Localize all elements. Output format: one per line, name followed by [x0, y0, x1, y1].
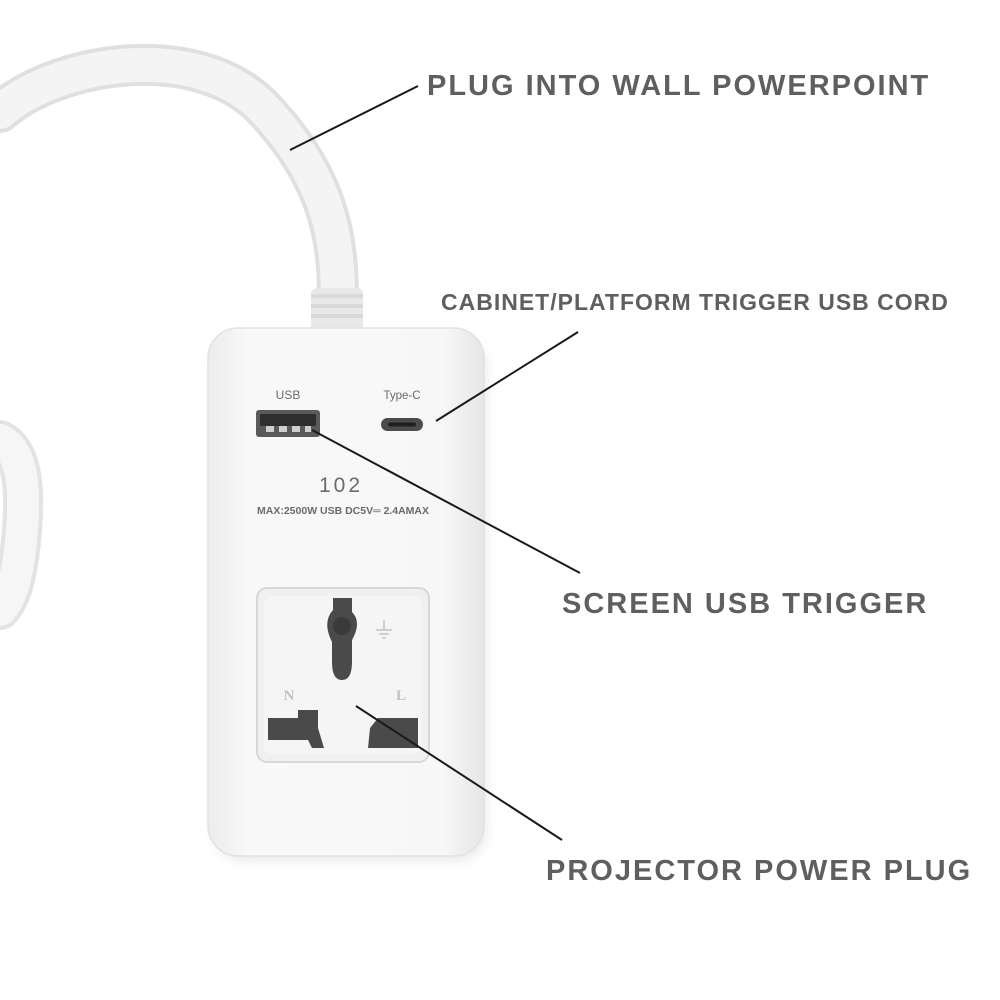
universal-socket[interactable]: N L: [256, 587, 430, 763]
live-pin-hole: [368, 718, 418, 748]
wall-powerpoint-label: PLUG INTO WALL POWERPOINT: [427, 70, 931, 102]
cabinet-trigger-label: CABINET/PLATFORM TRIGGER USB CORD: [441, 289, 949, 315]
usb-port-label: USB: [276, 388, 301, 402]
earth-pin-hole: [327, 598, 357, 680]
usb-c-port[interactable]: [381, 418, 423, 431]
projector-plug-label: PROJECTOR POWER PLUG: [546, 855, 973, 887]
projector-callout-line: [355, 705, 563, 841]
cabinet-callout-line: [435, 331, 579, 422]
wall-callout-line: [289, 85, 419, 151]
power-rating: MAX:2500W USB DC5V═ 2.4AMAX: [257, 505, 429, 517]
neutral-mark: N: [284, 688, 295, 704]
cable-strain-relief: [311, 288, 363, 334]
typec-port-label: Type-C: [383, 390, 420, 402]
earth-ground-icon: [376, 620, 392, 639]
usb-a-port[interactable]: [256, 410, 320, 437]
neutral-pin-hole: [268, 710, 324, 748]
power-cable: [0, 43, 359, 630]
model-number: 102: [319, 474, 363, 497]
screen-callout-line: [311, 429, 581, 574]
live-mark: L: [396, 688, 406, 704]
callout-lines: [289, 85, 581, 841]
screen-trigger-label: SCREEN USB TRIGGER: [562, 588, 929, 620]
